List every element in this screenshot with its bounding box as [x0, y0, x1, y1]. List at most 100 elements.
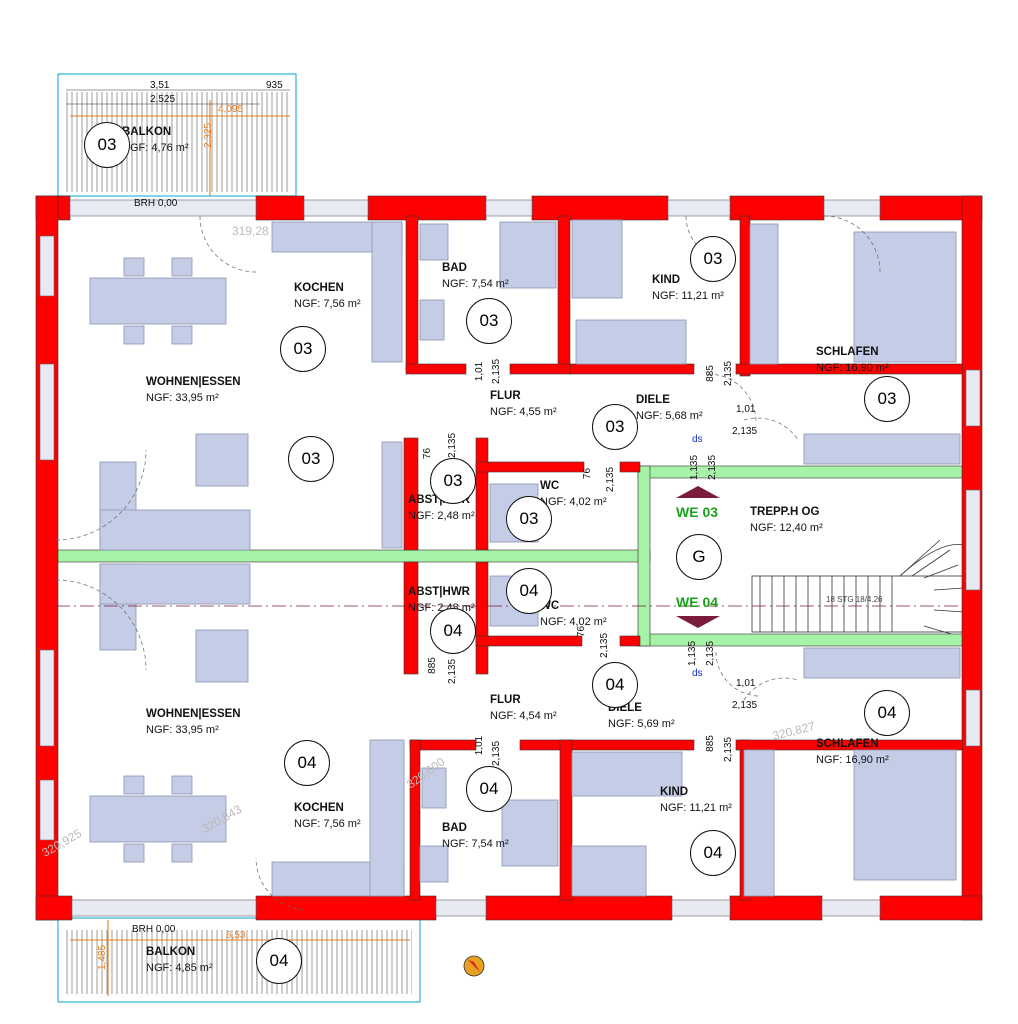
room-name-wc-03: WC — [540, 480, 560, 492]
room-name-bad-04: BAD — [442, 822, 467, 834]
dim-abst-a: 76 — [422, 447, 434, 460]
dim-balkon-bottom-h: 1,485 — [97, 944, 109, 971]
unit-marker: 03 — [506, 496, 552, 542]
room-name-abst-04: ABST|HWR — [408, 586, 470, 598]
dim-door-c: 885 — [704, 365, 716, 382]
room-name-schlafen-04: SCHLAFEN — [816, 738, 879, 750]
arrow-we04 — [676, 616, 720, 628]
dim-diele-c: 1,135 — [689, 454, 701, 481]
dim-balkon-bottom-w: 6,53 — [226, 930, 246, 941]
room-name-flur-03: FLUR — [490, 390, 521, 402]
room-area-bad-04: NGF: 7,54 m² — [442, 838, 509, 850]
unit-marker: 03 — [288, 436, 334, 482]
staircase — [751, 539, 965, 637]
unit-marker: 03 — [592, 404, 638, 450]
dim-low-h: 2,135 — [447, 658, 459, 685]
stair-tread-label: 18 STG 18/4.26 — [826, 595, 883, 604]
dim-balkon-inner: 2,525 — [150, 94, 176, 105]
windows — [39, 199, 981, 917]
dim-low-a: 76 — [576, 625, 588, 638]
unit-marker: 04 — [466, 766, 512, 812]
ds-mark-upper: ds — [692, 434, 703, 445]
dim-balkon-orange-w: 4,095 — [218, 104, 244, 115]
room-name-kind-04: KIND — [660, 786, 689, 798]
room-area-abst-03: NGF: 2,48 m² — [408, 510, 475, 522]
arrow-we03 — [676, 486, 720, 498]
dim-low-l: 2,135 — [723, 736, 735, 763]
room-area-schlafen-04: NGF: 16,90 m² — [816, 754, 889, 766]
room-name-kochen-04: KOCHEN — [294, 802, 344, 814]
room-area-balkon-03: NGF: 4,76 m² — [122, 142, 189, 154]
interior-walls — [403, 215, 963, 901]
room-name-wohnen-04: WOHNEN|ESSEN — [146, 708, 241, 720]
room-area-diele-03: NGF: 5,68 m² — [636, 410, 703, 422]
room-name-flur-04: FLUR — [490, 694, 521, 706]
dim-low-c: 1,135 — [687, 640, 699, 667]
unit-marker: 04 — [284, 740, 330, 786]
dim-low-g: 885 — [426, 657, 438, 674]
dim-brh-bottom: BRH 0,00 — [132, 924, 176, 935]
room-name-schlafen-03: SCHLAFEN — [816, 346, 879, 358]
room-area-wc-03: NGF: 4,02 m² — [540, 496, 607, 508]
dim-balkon-total: 3,51 — [150, 80, 170, 91]
room-area-wohnen-04: NGF: 33,95 m² — [146, 724, 219, 736]
dim-balkon-right: 935 — [266, 80, 283, 91]
room-name-stair: TREPP.H OG — [750, 506, 820, 518]
room-name-wohnen-03: WOHNEN|ESSEN — [146, 376, 241, 388]
room-name-kind-03: KIND — [652, 274, 681, 286]
dim-door-b: 2,135 — [491, 358, 503, 385]
unit-marker: 04 — [864, 690, 910, 736]
unit-marker: 04 — [690, 830, 736, 876]
dim-wc-a: 76 — [582, 467, 594, 480]
dim-wc-b: 2,135 — [605, 466, 617, 493]
room-area-bad-03: NGF: 7,54 m² — [442, 278, 509, 290]
unit-label-we03: WE 03 — [676, 504, 719, 520]
room-name-balkon-03: BALKON — [122, 126, 172, 138]
unit-marker: 03 — [466, 298, 512, 344]
room-area-flur-04: NGF: 4,54 m² — [490, 710, 557, 722]
room-area-diele-04: NGF: 5,69 m² — [608, 718, 675, 730]
room-name-bad-03: BAD — [442, 262, 467, 274]
dim-diele-a: 1,01 — [736, 404, 756, 415]
dim-low-b: 2,135 — [599, 632, 611, 659]
dim-low-i: 1,01 — [474, 735, 486, 756]
unit-marker: 03 — [864, 376, 910, 422]
room-area-balkon-04: NGF: 4,85 m² — [146, 962, 213, 974]
balcony-bottom-hatch — [66, 930, 412, 994]
unit-marker: 03 — [430, 458, 476, 504]
partition-horizontal — [55, 549, 651, 563]
unit-label-we04: WE 04 — [676, 594, 719, 610]
room-area-kochen-04: NGF: 7,56 m² — [294, 818, 361, 830]
dim-door-d: 2,135 — [723, 360, 735, 387]
dim-low-j: 2,135 — [491, 740, 503, 767]
unit-marker: 04 — [592, 662, 638, 708]
stair-marker: G — [676, 534, 722, 580]
dim-balkon-orange-h: 2,325 — [203, 122, 215, 149]
door-swings — [55, 215, 881, 911]
dim-door-a: 1,01 — [474, 361, 486, 382]
dim-brh-top: BRH 0,00 — [134, 198, 178, 209]
room-name-balkon-04: BALKON — [146, 946, 196, 958]
room-area-schlafen-03: NGF: 16,90 m² — [816, 362, 889, 374]
dim-diele-d: 2,135 — [707, 454, 719, 481]
unit-marker: 03 — [690, 236, 736, 282]
unit-marker: 03 — [84, 122, 130, 168]
dim-abst-b: 2,135 — [447, 432, 459, 459]
room-area-kochen-03: NGF: 7,56 m² — [294, 298, 361, 310]
unit-marker: 04 — [506, 568, 552, 614]
dim-low-d: 2,135 — [705, 640, 717, 667]
dim-low-f: 2,135 — [732, 700, 758, 711]
room-area-flur-03: NGF: 4,55 m² — [490, 406, 557, 418]
room-area-kind-04: NGF: 11,21 m² — [660, 802, 732, 814]
black-dim-lines — [66, 89, 290, 105]
elevation-label: 319,28 — [232, 224, 269, 238]
dim-low-k: 885 — [704, 735, 716, 752]
balcony-bottom-outline — [57, 917, 421, 1003]
room-name-kochen-03: KOCHEN — [294, 282, 344, 294]
unit-marker: 04 — [256, 938, 302, 984]
ds-mark-lower: ds — [692, 668, 703, 679]
room-area-wc-04: NGF: 4,02 m² — [540, 616, 607, 628]
partition-stair-top — [637, 465, 965, 479]
dim-diele-b: 2,135 — [732, 426, 758, 437]
dim-low-e: 1,01 — [736, 678, 756, 689]
